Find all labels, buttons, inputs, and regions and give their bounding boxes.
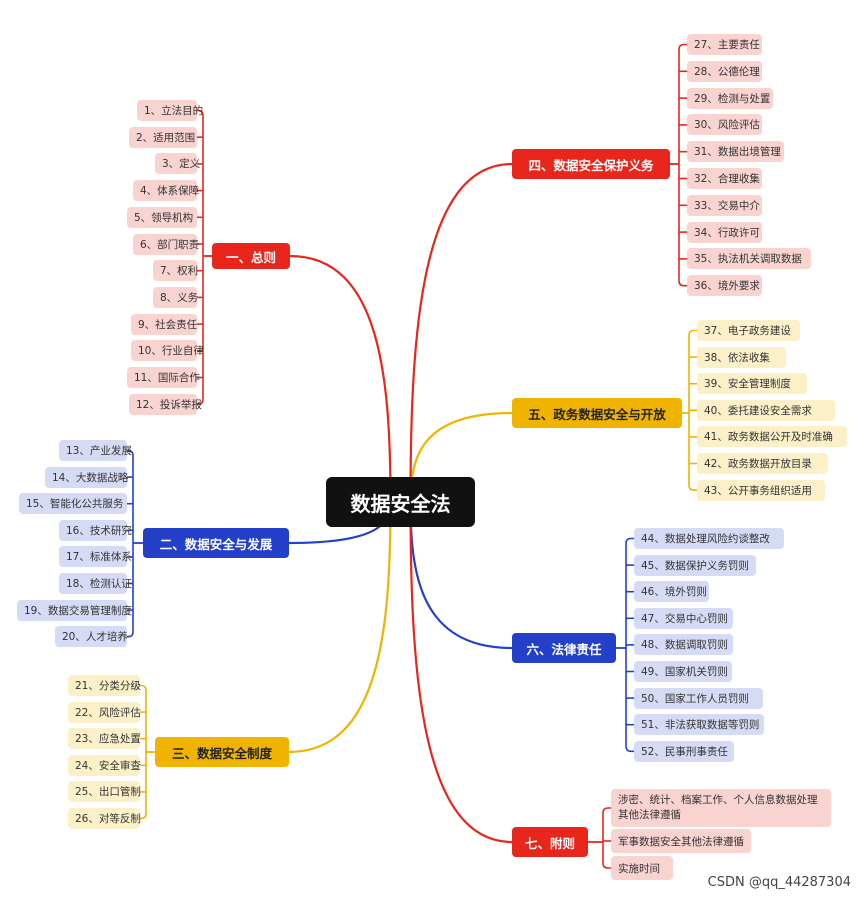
leaf-item[interactable]: 实施时间	[611, 856, 673, 880]
leaf-item[interactable]: 52、民事刑事责任	[634, 740, 734, 762]
branch-node-7[interactable]: 七、附则	[512, 827, 588, 857]
root-node[interactable]: 数据安全法	[326, 477, 475, 527]
branch-node-2[interactable]: 二、数据安全与发展	[143, 528, 289, 558]
leaf-item[interactable]: 37、电子政务建设	[697, 320, 800, 341]
leaf-item[interactable]: 12、投诉举报	[129, 393, 202, 415]
watermark: CSDN @qq_44287304	[707, 875, 851, 890]
leaf-item[interactable]: 48、数据调取罚则	[634, 634, 733, 656]
leaf-item[interactable]: 15、智能化公共服务	[19, 493, 127, 515]
leaf-item[interactable]: 8、义务	[153, 286, 198, 308]
leaf-item[interactable]: 21、分类分级	[68, 675, 141, 696]
leaf-item[interactable]: 26、对等反制	[68, 808, 141, 829]
leaf-item[interactable]: 4、体系保障	[133, 180, 199, 202]
leaf-item[interactable]: 34、行政许可	[687, 221, 762, 243]
leaf-item[interactable]: 44、数据处理风险约谈整改	[634, 528, 784, 549]
leaf-item[interactable]: 29、检测与处置	[687, 87, 773, 109]
branch-node-6[interactable]: 六、法律责任	[512, 633, 616, 663]
leaf-item[interactable]: 35、执法机关调取数据	[687, 248, 811, 270]
branch-node-5[interactable]: 五、政务数据安全与开放	[512, 398, 682, 428]
leaf-item[interactable]: 47、交易中心罚则	[634, 607, 733, 629]
leaf-item[interactable]: 36、境外要求	[687, 275, 762, 297]
leaf-item[interactable]: 38、依法收集	[697, 346, 786, 368]
leaf-item[interactable]: 18、检测认证	[59, 573, 132, 594]
leaf-item[interactable]: 涉密、统计、档案工作、个人信息数据处理其他法律遵循	[611, 789, 831, 827]
leaf-item[interactable]: 1、立法目的	[137, 100, 203, 121]
branch-node-3[interactable]: 三、数据安全制度	[155, 737, 289, 767]
leaf-item[interactable]: 30、风险评估	[687, 114, 762, 136]
leaf-item[interactable]: 32、合理收集	[687, 168, 762, 189]
branch-node-4[interactable]: 四、数据安全保护义务	[512, 149, 670, 179]
leaf-item[interactable]: 14、大数据战略	[45, 466, 128, 488]
leaf-item[interactable]: 42、政务数据开放目录	[697, 453, 828, 474]
leaf-item[interactable]: 17、标准体系	[59, 546, 132, 568]
leaf-item[interactable]: 28、公德伦理	[687, 60, 762, 82]
leaf-item[interactable]: 40、委托建设安全需求	[697, 399, 835, 421]
leaf-item[interactable]: 7、权利	[153, 260, 198, 282]
leaf-item[interactable]: 10、行业自律	[131, 340, 204, 362]
leaf-item[interactable]: 27、主要责任	[687, 34, 762, 55]
leaf-item[interactable]: 20、人才培养	[55, 626, 128, 648]
leaf-item[interactable]: 43、公开事务组织适用	[697, 479, 825, 501]
leaf-item[interactable]: 49、国家机关罚则	[634, 661, 732, 682]
leaf-item[interactable]: 19、数据交易管理制度	[17, 599, 132, 621]
leaf-item[interactable]: 24、安全审查	[68, 754, 141, 776]
leaf-item[interactable]: 31、数据出境管理	[687, 141, 784, 163]
leaf-item[interactable]: 16、技术研究	[59, 519, 132, 541]
leaf-item[interactable]: 2、适用范围	[129, 126, 197, 148]
branch-node-1[interactable]: 一、总则	[212, 243, 290, 269]
leaf-item[interactable]: 23、应急处置	[68, 728, 141, 750]
leaf-item[interactable]: 3、定义	[155, 153, 200, 175]
leaf-item[interactable]: 41、政务数据公开及时准确	[697, 426, 847, 448]
leaf-item[interactable]: 5、领导机构	[127, 206, 197, 228]
leaf-item[interactable]: 25、出口管制	[68, 781, 141, 803]
leaf-item[interactable]: 9、社会责任	[131, 313, 197, 335]
leaf-item[interactable]: 33、交易中介	[687, 194, 762, 216]
leaf-item[interactable]: 46、境外罚则	[634, 581, 709, 603]
leaf-item[interactable]: 军事数据安全其他法律遵循	[611, 829, 751, 853]
leaf-item[interactable]: 13、产业发展	[59, 440, 132, 461]
leaf-item[interactable]: 51、非法获取数据等罚则	[634, 714, 764, 736]
leaf-item[interactable]: 22、风险评估	[68, 701, 141, 723]
leaf-item[interactable]: 45、数据保护义务罚则	[634, 554, 756, 576]
leaf-item[interactable]: 50、国家工作人员罚则	[634, 687, 763, 709]
leaf-item[interactable]: 11、国际合作	[127, 367, 200, 388]
leaf-item[interactable]: 39、安全管理制度	[697, 373, 807, 395]
leaf-item[interactable]: 6、部门职责	[133, 233, 199, 255]
